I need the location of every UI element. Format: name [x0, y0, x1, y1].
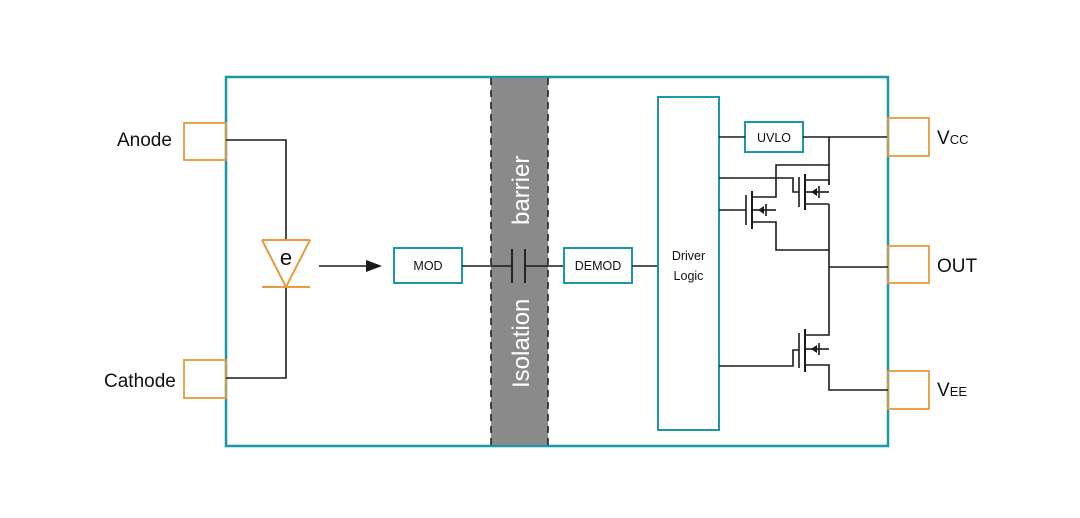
- demod-label: DEMOD: [575, 259, 622, 273]
- vcc-rail-wire: [775, 137, 830, 180]
- driver-logic-block: [657, 96, 720, 431]
- mod-label: MOD: [413, 259, 442, 273]
- barrier-label-isolation: Isolation: [508, 299, 535, 388]
- upper-transistor-pair: [719, 174, 830, 251]
- led-left-side: [261, 239, 287, 288]
- driver-logic-label-line2: Logic: [674, 269, 704, 283]
- driver-logic-label-line1: Driver: [672, 249, 705, 263]
- vcc-pin-label: VCC: [937, 128, 968, 149]
- isolation-barrier: [491, 78, 548, 445]
- anode-wire: [226, 139, 287, 240]
- cathode-wire: [226, 287, 287, 379]
- anode-pin-pad: [183, 122, 227, 161]
- out-pin-label: OUT: [937, 256, 978, 277]
- led-emission-label: e: [280, 245, 292, 270]
- cathode-pin-label: Cathode: [104, 371, 176, 392]
- lower-transistor: [719, 322, 888, 391]
- led-right-side: [285, 239, 311, 288]
- emission-arrow-head: [366, 260, 382, 272]
- cathode-pin-pad: [183, 359, 227, 399]
- anode-pin-label: Anode: [117, 130, 172, 151]
- mod-block: [393, 247, 463, 284]
- barrier-label-barrier: barrier: [508, 156, 535, 225]
- vee-pin-label: VEE: [937, 380, 967, 401]
- vcc-pin-pad: [887, 117, 930, 157]
- uvlo-label: UVLO: [757, 131, 791, 145]
- vee-pin-pad: [887, 370, 930, 410]
- out-pin-pad: [887, 245, 930, 284]
